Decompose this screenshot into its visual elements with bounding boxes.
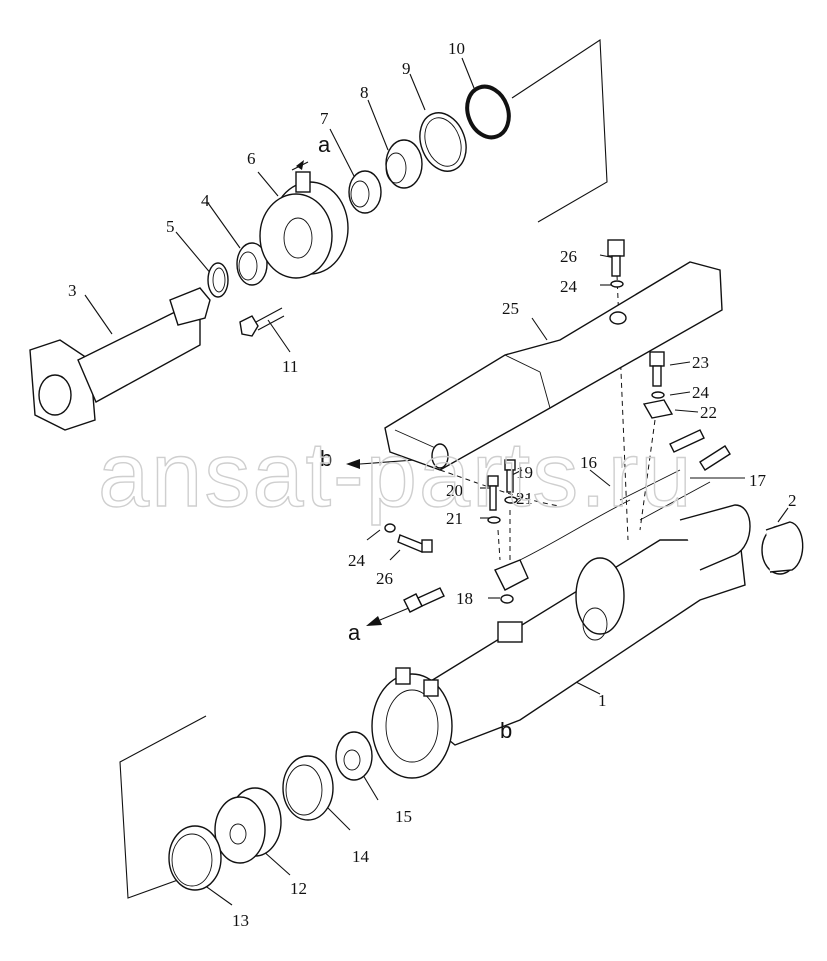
part-4-bearing	[236, 242, 268, 286]
part-23-bolt	[642, 351, 674, 419]
label-16: 16	[580, 453, 597, 472]
label-26-left: 26	[376, 569, 393, 588]
ref-a-top: a	[318, 132, 331, 157]
label-22: 22	[700, 403, 717, 422]
part-3-shaft	[29, 287, 211, 431]
part-11-bolt	[239, 307, 285, 337]
part-16-clamp	[494, 499, 631, 591]
nut-and-bolt-a	[403, 587, 445, 613]
label-11: 11	[282, 357, 298, 376]
label-13: 13	[232, 911, 249, 930]
ref-b-left: b	[320, 446, 332, 471]
part-25-boom-arm	[384, 261, 723, 471]
label-5: 5	[166, 217, 175, 236]
label-24-top: 24	[560, 277, 578, 296]
part-17-fittings	[619, 429, 731, 521]
label-7: 7	[320, 109, 329, 128]
label-12: 12	[290, 879, 307, 898]
part-18-oring	[500, 594, 514, 604]
label-10: 10	[448, 39, 465, 58]
part-13-seal	[168, 825, 222, 891]
label-24-left: 24	[348, 551, 366, 570]
part-7-bearing	[348, 170, 382, 214]
ref-b-right: b	[500, 718, 512, 743]
part-14-ring	[282, 755, 334, 821]
part-5-snap-ring	[207, 262, 229, 298]
part-26-bolt-top	[607, 239, 625, 288]
label-1: 1	[598, 691, 607, 710]
part-6-flange	[259, 171, 349, 279]
part-2-bushing	[761, 521, 804, 575]
callout-labels: 1 2 3 4 5 6 7 8 9 10 11 12 13 14 15 16 1…	[68, 39, 797, 930]
part-9-ring	[419, 112, 467, 172]
label-23: 23	[692, 353, 709, 372]
part-8-bearing	[385, 139, 423, 189]
label-20: 20	[446, 481, 463, 500]
label-21-left: 21	[446, 509, 463, 528]
label-17: 17	[749, 471, 767, 490]
part-19-20-bolts	[487, 459, 518, 524]
part-12-piston	[214, 787, 282, 864]
watermark: ansat-parts.ru	[98, 424, 694, 526]
label-26-top: 26	[560, 247, 577, 266]
part-15-nut	[335, 731, 373, 781]
label-9: 9	[402, 59, 411, 78]
part-1-cylinder	[371, 504, 751, 779]
ref-a-bottom: a	[348, 620, 361, 645]
label-8: 8	[360, 83, 369, 102]
label-15: 15	[395, 807, 412, 826]
label-14: 14	[352, 847, 370, 866]
part-10-o-ring	[465, 84, 511, 140]
label-19: 19	[516, 463, 533, 482]
label-2: 2	[788, 491, 797, 510]
part-26-bolt-left	[384, 523, 433, 553]
label-21-right: 21	[516, 489, 533, 508]
label-6: 6	[247, 149, 256, 168]
label-4: 4	[201, 191, 210, 210]
label-24-right: 24	[692, 383, 710, 402]
label-25: 25	[502, 299, 519, 318]
label-18: 18	[456, 589, 473, 608]
label-3: 3	[68, 281, 77, 300]
